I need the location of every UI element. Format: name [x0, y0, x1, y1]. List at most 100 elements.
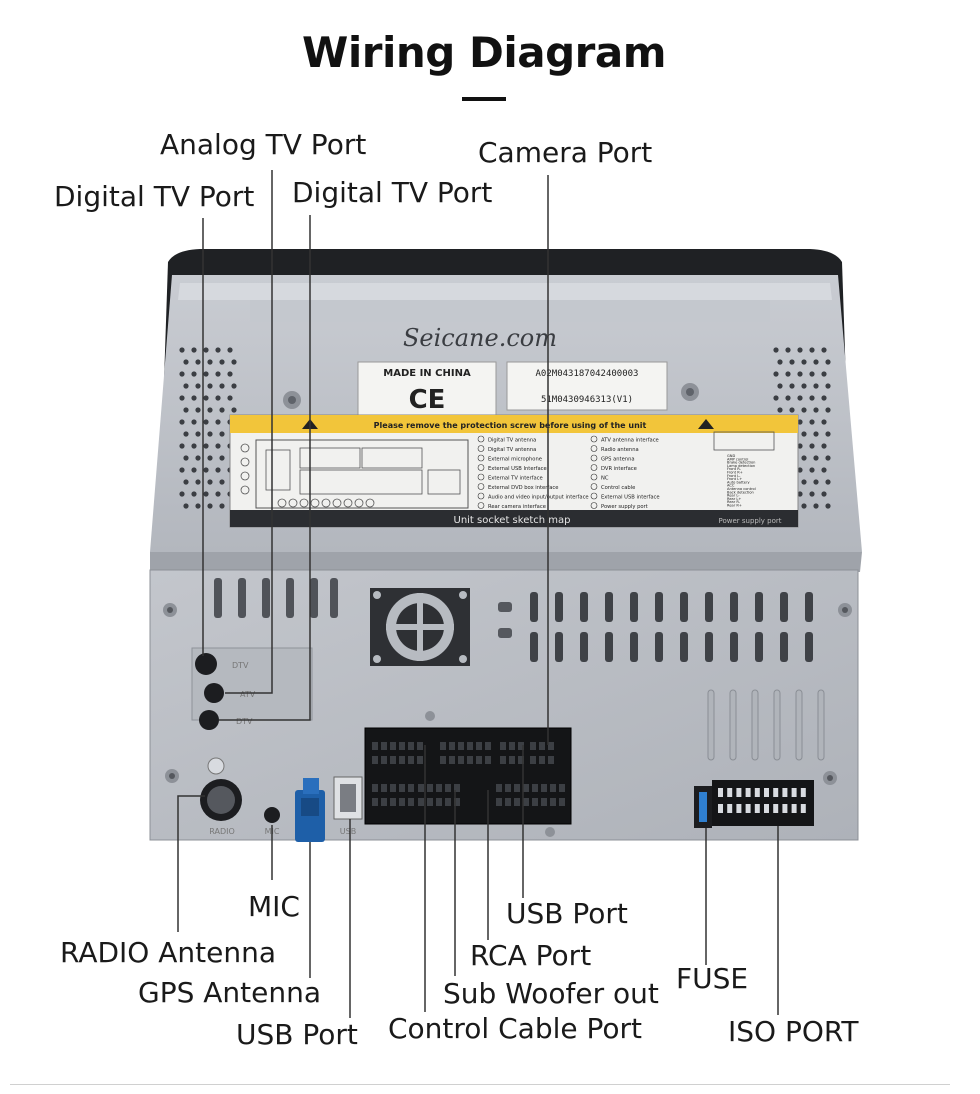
pin-list-item: Rear L+ [727, 497, 741, 501]
connector-pin [390, 756, 396, 764]
vent-hole [785, 371, 791, 377]
connector-pin [445, 798, 451, 806]
connector-pin [372, 798, 378, 806]
vent-hole [821, 419, 827, 425]
vent-hole [777, 407, 783, 413]
vent-hole [215, 395, 221, 401]
legend-marker [477, 464, 485, 471]
vent-hole [809, 491, 815, 497]
connector-pin [548, 742, 554, 750]
legend-right-item: GPS antenna [601, 457, 635, 463]
vent-hole [813, 455, 819, 461]
dtv-port-top: DTV [195, 653, 249, 675]
vent-hole [195, 503, 201, 509]
vent-hole [821, 395, 827, 401]
vent-slot [755, 632, 763, 662]
vent-slot [530, 632, 538, 662]
dtv-port-bottom: DTV [199, 710, 253, 730]
connector-pin [532, 798, 538, 806]
pin-list-item: Rear R+ [727, 504, 742, 508]
vent-hole [797, 371, 803, 377]
vent-hole [183, 455, 189, 461]
legend-right-item: Radio antenna [601, 447, 639, 453]
connector-pin [485, 742, 491, 750]
pin-list-item: GND [727, 454, 735, 458]
vent-hole [801, 455, 807, 461]
connector-pin [500, 756, 506, 764]
iso-pin [745, 804, 751, 813]
iso-pin [764, 788, 769, 797]
iso-pin [754, 788, 760, 797]
connector-pin [427, 784, 433, 792]
leader-digital-tv-right [219, 215, 311, 721]
vent-hole [207, 479, 213, 485]
vent-slot [655, 632, 663, 662]
vent-hole [821, 491, 827, 497]
vent-hole [797, 347, 803, 353]
connector-pin [514, 798, 520, 806]
iso-connector [712, 780, 814, 826]
sketch-marker [299, 498, 309, 508]
legend-right-item: ATV antenna interface [601, 438, 659, 444]
label-usb-port-bottom: USB Port [236, 1018, 358, 1051]
label-mic: MIC [248, 890, 300, 923]
connector-pin [514, 784, 520, 792]
vent-hole [179, 347, 185, 353]
vent-slot [730, 632, 738, 662]
connector-pin [476, 742, 482, 750]
legend-marker [477, 483, 485, 490]
vent-hole [191, 371, 197, 377]
dtv-bottom-label: DTV [236, 717, 253, 726]
vent-hole [797, 419, 803, 425]
sketch-marker [343, 498, 353, 508]
vent-hole [797, 395, 803, 401]
panel-screw [163, 603, 177, 617]
page-title: Wiring Diagram [302, 28, 666, 77]
connector-pin [427, 798, 433, 806]
connector-pin [505, 784, 511, 792]
vent-slot [214, 578, 222, 618]
legend-left-item: Digital TV antenna [488, 438, 536, 444]
legend-left-item: External TV interface [488, 476, 543, 482]
vent-hole [203, 491, 209, 497]
vent-hole [183, 383, 189, 389]
vent-hole [195, 383, 201, 389]
vent-slot [707, 689, 715, 761]
legend-left-item: Audio and video input/output interface [488, 495, 589, 501]
vent-hole [809, 419, 815, 425]
vent-hole [797, 443, 803, 449]
connector-pin [408, 784, 414, 792]
vent-hole [785, 395, 791, 401]
connector-pin [518, 756, 524, 764]
pin-list-item: Lamp detection [727, 464, 755, 468]
vent-slot [773, 689, 781, 761]
socket-sketch-sticker: Please remove the protection screw befor… [229, 414, 799, 528]
vent-hole [821, 347, 827, 353]
vent-hole [195, 455, 201, 461]
sketch-marker [240, 457, 250, 467]
legend-marker [590, 435, 598, 443]
vent-hole [219, 455, 225, 461]
vent-slot [795, 689, 803, 761]
legend-marker [477, 435, 485, 443]
connector-pin [417, 742, 423, 750]
connector-pin [454, 798, 460, 806]
vent-hole [219, 431, 225, 437]
vent-hole [227, 395, 233, 401]
vent-hole [801, 479, 807, 485]
connector-pin [390, 798, 396, 806]
connector-pin [550, 798, 556, 806]
vent-hole [191, 467, 197, 473]
legend-left-item: Digital TV antenna [488, 447, 536, 453]
vent-hole [813, 359, 819, 365]
sketch-marker [321, 498, 331, 508]
connector-pin [541, 798, 547, 806]
vent-hole [179, 491, 185, 497]
label-camera-port: Camera Port [478, 136, 653, 169]
vent-hole [207, 383, 213, 389]
connector-pin [399, 742, 405, 750]
connector-pin [449, 742, 455, 750]
connector-pin [509, 742, 515, 750]
vent-hole [825, 431, 831, 437]
vent-slot [530, 592, 538, 622]
